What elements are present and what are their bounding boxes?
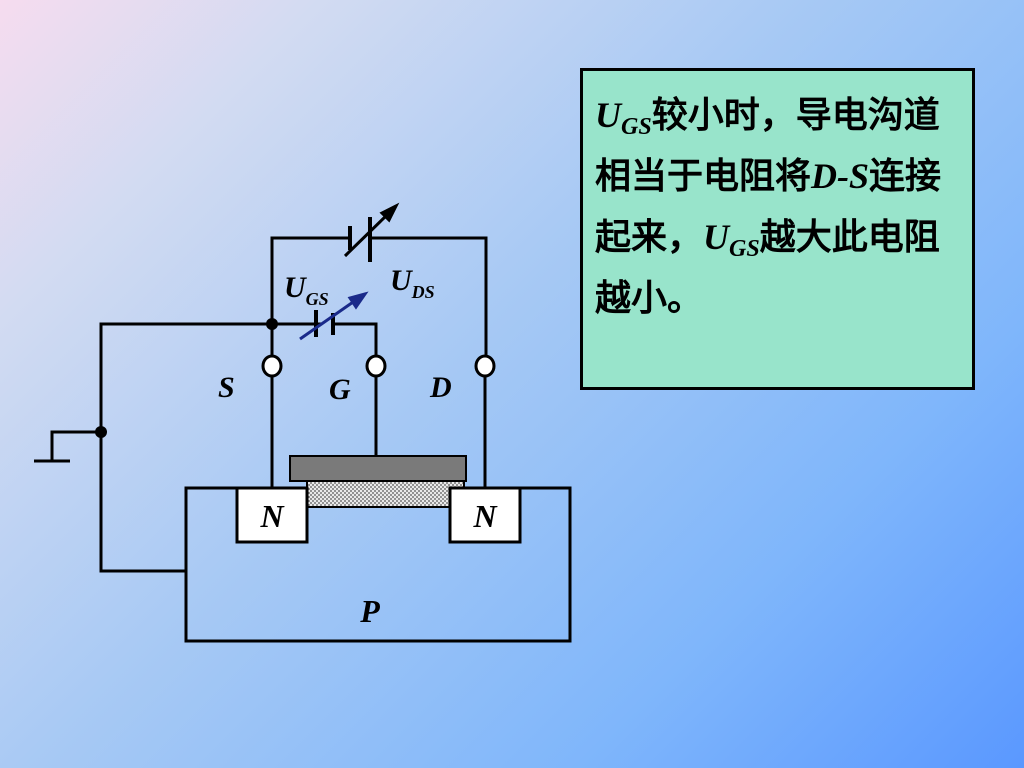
explanation-segment: 较小时，导电沟道相当于电阻将 xyxy=(595,94,940,197)
gate-terminal xyxy=(365,354,387,378)
explanation-segment: GS xyxy=(729,236,760,262)
explanation-segment: D-S xyxy=(811,156,870,196)
gate-metal-electrode xyxy=(289,455,467,482)
explanation-segment: GS xyxy=(621,114,652,140)
uds-variable-arrow xyxy=(343,202,400,258)
substrate-label: P xyxy=(359,593,380,629)
source-terminal xyxy=(261,354,283,378)
drain-terminal xyxy=(474,354,496,378)
explanation-text: UGS较小时，导电沟道相当于电阻将D-S连接起来，UGS越大此电阻越小。 xyxy=(595,94,941,319)
uds-voltage-label: UDS xyxy=(390,264,435,302)
source-region-label: N xyxy=(259,498,285,534)
gate-oxide-layer xyxy=(306,480,465,508)
explanation-segment: 连接起来， xyxy=(595,155,942,258)
source-terminal-label: S xyxy=(218,371,235,404)
gate-terminal-label: G xyxy=(329,373,351,406)
explanation-segment: 越大此电阻越小。 xyxy=(595,216,940,319)
explanation-segment: U xyxy=(595,95,621,135)
explanation-text-box: UGS较小时，导电沟道相当于电阻将D-S连接起来，UGS越大此电阻越小。 xyxy=(580,68,975,390)
drain-terminal-label: D xyxy=(429,371,452,404)
source-junction-dot xyxy=(266,318,278,330)
ugs-variable-arrow xyxy=(299,291,369,341)
explanation-segment: U xyxy=(703,217,730,257)
circuit-wires xyxy=(34,236,488,573)
ground-junction-dot xyxy=(95,426,107,438)
ugs-voltage-label: UGS xyxy=(284,271,329,309)
uds-battery-symbol xyxy=(348,217,372,262)
drain-region-label: N xyxy=(472,498,498,534)
